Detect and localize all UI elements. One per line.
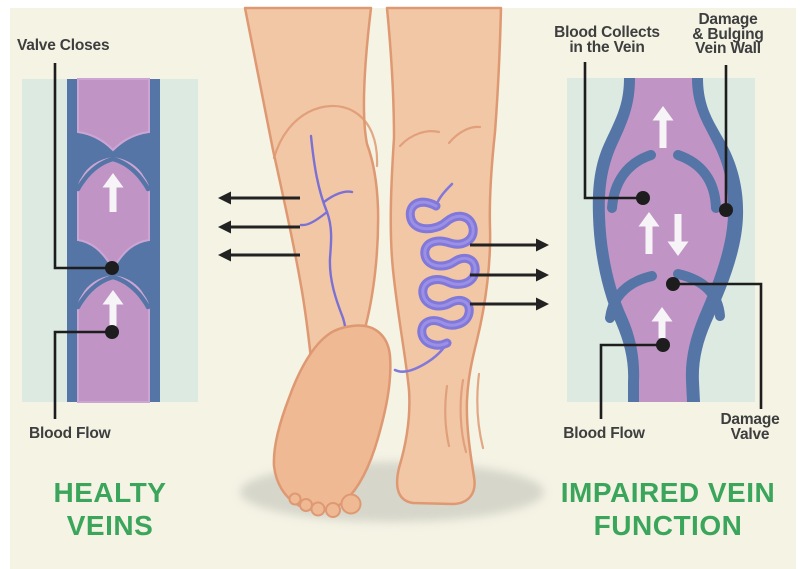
toe bbox=[310, 501, 326, 517]
blood-collects-label: Blood Collects in the Vein bbox=[546, 24, 668, 56]
callout-dot bbox=[105, 325, 119, 339]
valve-closes-label: Valve Closes bbox=[17, 37, 110, 54]
healthy-valve-cusp bbox=[110, 156, 151, 192]
damage-bulging-label: Damage & Bulging Vein Wall bbox=[669, 11, 787, 57]
up-arrow-icon bbox=[652, 106, 674, 148]
left-arrowhead-icon bbox=[218, 220, 231, 234]
healthy-vein-lumen-bottom bbox=[77, 274, 150, 403]
right-arrowhead-icon bbox=[536, 297, 549, 311]
up-arrow-icon bbox=[102, 290, 124, 329]
impaired-vein-title-line1: IMPAIRED VEIN bbox=[560, 477, 776, 508]
healthy-vein-diagram bbox=[22, 78, 198, 403]
knee-crease bbox=[398, 130, 441, 148]
blood-collects-callout-line bbox=[583, 62, 637, 200]
pressure-arrows-right bbox=[470, 238, 549, 311]
big-toe bbox=[340, 493, 362, 515]
healthy-vein-lumen-top bbox=[77, 78, 150, 152]
blood-flow-right-callout-line bbox=[599, 343, 663, 419]
down-arrow-icon bbox=[667, 214, 689, 256]
damage-valve-label: Damage Valve bbox=[691, 411, 800, 443]
damaged-valve-cusp bbox=[607, 150, 656, 213]
healthy-veins-title-line1: HEALTY bbox=[53, 477, 167, 508]
legs-illustration bbox=[240, 6, 544, 522]
foot-sole bbox=[272, 324, 392, 512]
callout-dot bbox=[719, 203, 733, 217]
healthy-valve-cusp bbox=[75, 156, 116, 192]
damage-valve-line2: Valve bbox=[730, 425, 770, 443]
toe bbox=[288, 492, 302, 506]
damaged-valve-cusp bbox=[605, 271, 657, 323]
damage-valve-callout-line bbox=[673, 282, 763, 409]
varicose-vein-tail bbox=[393, 341, 449, 373]
callout-dot bbox=[656, 338, 670, 352]
spider-vein-branch bbox=[322, 190, 354, 204]
blood-flow-label-left: Blood Flow bbox=[29, 425, 111, 442]
damaged-valve-cusp bbox=[673, 150, 721, 213]
impaired-vein-title: IMPAIRED VEIN FUNCTION bbox=[548, 476, 788, 542]
knee-crease bbox=[447, 125, 482, 145]
toe bbox=[325, 502, 341, 518]
callout-dot bbox=[105, 261, 119, 275]
blood-collects-line1: Blood Collects bbox=[554, 24, 660, 41]
damage-bulging-line3: Vein Wall bbox=[695, 40, 761, 57]
ankle-crease bbox=[459, 378, 468, 454]
ankle-crease bbox=[444, 384, 451, 448]
spider-vein-branch bbox=[299, 210, 329, 227]
right-leg bbox=[385, 6, 503, 506]
pressure-arrows-left bbox=[218, 191, 300, 262]
impaired-vein-title-line2: FUNCTION bbox=[593, 510, 743, 541]
ankle-crease bbox=[476, 372, 485, 450]
right-arrowhead-icon bbox=[536, 268, 549, 282]
left-arrowhead-icon bbox=[218, 248, 231, 262]
up-arrow-icon bbox=[651, 307, 673, 338]
varicose-vein-highlight bbox=[408, 200, 477, 347]
callout-dot bbox=[666, 277, 680, 291]
healthy-veins-title: HEALTY VEINS bbox=[22, 476, 198, 542]
up-arrow-icon bbox=[638, 212, 660, 254]
healthy-valve-cusp bbox=[75, 274, 116, 310]
valve-closes-callout-line bbox=[53, 63, 106, 270]
damage-bulging-line2: & Bulging bbox=[692, 25, 764, 43]
damage-bulging-line1: Damage bbox=[698, 11, 758, 28]
healthy-valve-cusp bbox=[110, 274, 151, 310]
blood-flow-label-right: Blood Flow bbox=[563, 425, 645, 442]
right-arrowhead-icon bbox=[536, 238, 549, 252]
blood-collects-line2: in the Vein bbox=[569, 38, 645, 56]
toe bbox=[299, 498, 313, 512]
callout-lines bbox=[53, 62, 763, 419]
left-arrowhead-icon bbox=[218, 191, 231, 205]
healthy-veins-title-line2: VEINS bbox=[66, 510, 154, 541]
damaged-valve-cusp bbox=[673, 269, 725, 321]
calf-crease bbox=[272, 104, 379, 168]
callout-dot bbox=[636, 191, 650, 205]
damage-valve-line1: Damage bbox=[720, 411, 780, 428]
up-arrow-icon bbox=[102, 173, 124, 212]
blood-flow-left-callout-line bbox=[53, 330, 112, 419]
